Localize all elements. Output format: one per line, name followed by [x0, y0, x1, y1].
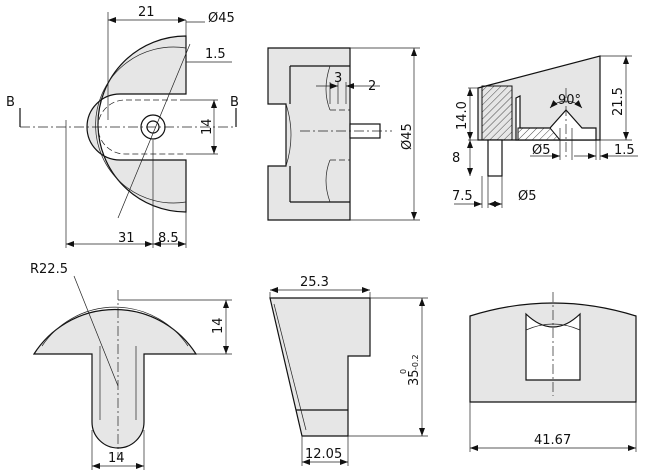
view-section-b-b: 90° 14.0 8 21.5 Ø5 1.5 7.5 Ø5 [452, 55, 638, 208]
side-curve [325, 65, 331, 111]
view-side: 3 2 Ø45 [267, 47, 420, 221]
half-disc-inner-edge [95, 46, 187, 204]
t-shape-inner-arc [41, 306, 189, 347]
dimension-21: 21 [138, 5, 155, 20]
dimension-7-5: 7.5 [452, 189, 473, 204]
half-disc-body [86, 35, 187, 213]
view-front-t-shape: R22.5 14 14 [30, 262, 232, 470]
dimension-14-height: 14 [211, 317, 226, 334]
dimension-31: 31 [118, 231, 135, 246]
section-pin [487, 139, 503, 177]
dimension-12-05: 12.05 [305, 447, 342, 462]
dimension-2: 2 [368, 79, 376, 94]
dimension-35-tolerance-upper: 0 [399, 369, 408, 374]
dimension-diameter-5-hole: Ø5 [532, 143, 551, 158]
dimension-14-0: 14.0 [455, 101, 470, 130]
dimension-1-5-right: 1.5 [614, 143, 635, 158]
view-top-half-disc: B B 21 Ø45 1.5 14 31 8.5 [6, 5, 239, 248]
angle-arc-90 [549, 100, 583, 109]
dimension-14-width: 14 [108, 451, 125, 466]
section-label-b-left: B [6, 95, 15, 110]
dimension-diameter-45-side: Ø45 [400, 123, 415, 150]
side-body [267, 47, 351, 221]
dimension-angle-90: 90° [558, 93, 581, 108]
view-tapered-side: 25.3 35 0 -0.2 12.05 [269, 275, 428, 466]
dimension-diameter-5-pin: Ø5 [518, 189, 537, 204]
dimension-14-slot: 14 [200, 118, 215, 135]
section-label-b-right: B [230, 95, 239, 110]
side-curve [325, 159, 331, 203]
dimension-8: 8 [452, 151, 460, 166]
dimension-8-5: 8.5 [158, 231, 179, 246]
dimension-35-tolerance-lower: -0.2 [411, 354, 420, 370]
dimension-radius-22-5: R22.5 [30, 262, 68, 277]
diameter-leader-line [117, 43, 191, 219]
section-hatch [481, 85, 513, 141]
dimension-25-3: 25.3 [300, 275, 329, 290]
dimension-35: 35 [407, 369, 422, 386]
tapered-body [269, 297, 371, 437]
dimension-41-67: 41.67 [534, 433, 571, 448]
dimension-3: 3 [334, 71, 342, 86]
radius-leader [73, 275, 119, 387]
view-front-block: 41.67 [469, 292, 637, 452]
dimension-1-5: 1.5 [205, 47, 226, 62]
side-curve [285, 103, 292, 167]
dimension-diameter-45-top: Ø45 [208, 11, 235, 26]
taper-edge [273, 303, 307, 431]
dimension-21-5: 21.5 [611, 87, 626, 116]
